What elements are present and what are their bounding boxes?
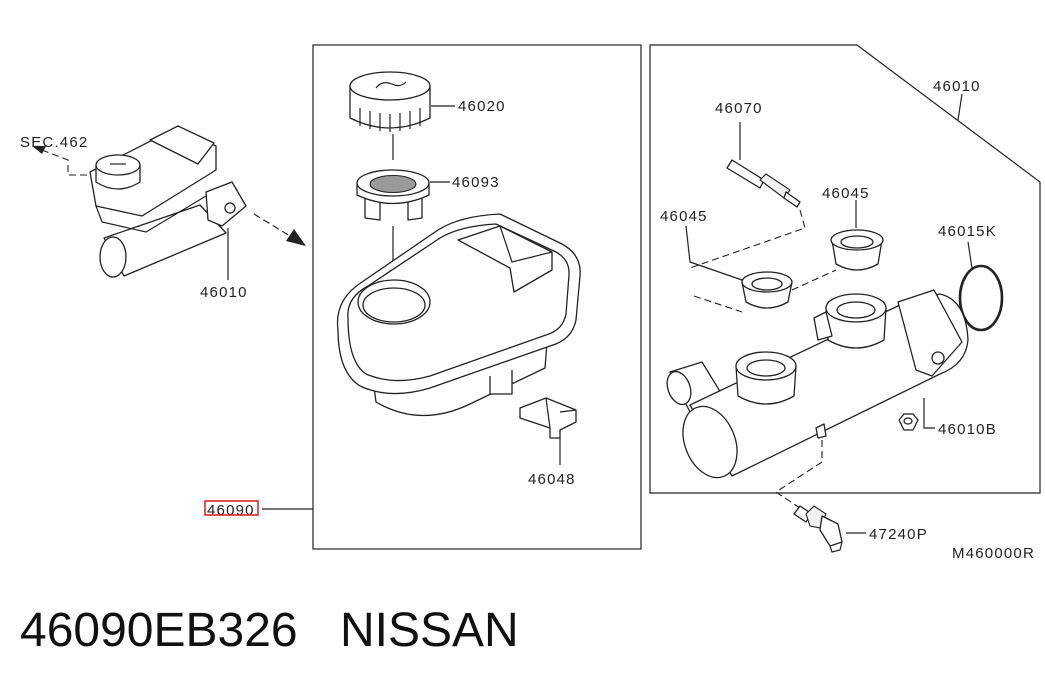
port-rear-hole bbox=[836, 301, 876, 319]
master-cylinder-46010 bbox=[666, 289, 969, 479]
label-46015k: 46015K bbox=[938, 223, 997, 240]
reservoir-box bbox=[312, 44, 642, 550]
overview-cylinder-end bbox=[99, 236, 127, 278]
label-47240p: 47240P bbox=[869, 526, 928, 543]
connector-46048 bbox=[519, 397, 577, 439]
pin-shaft bbox=[726, 159, 765, 189]
footer-brand: NISSAN bbox=[340, 604, 519, 657]
grommet-right-hole bbox=[840, 235, 874, 249]
sec-arrow-line bbox=[41, 149, 98, 176]
overview-flange bbox=[205, 181, 247, 227]
pin-head bbox=[759, 173, 791, 199]
label-46048: 46048 bbox=[528, 471, 576, 488]
o-ring-46015k bbox=[958, 264, 1004, 332]
cylinder-flange bbox=[897, 289, 963, 377]
dash-grommets bbox=[693, 269, 837, 313]
connector-body bbox=[519, 397, 577, 439]
filter-tab-right bbox=[407, 198, 423, 221]
reservoir-outlet bbox=[489, 370, 513, 395]
overview-cap-top bbox=[95, 154, 141, 176]
dash-pin bbox=[689, 209, 806, 269]
cap-46020 bbox=[349, 71, 431, 132]
switch-body bbox=[819, 515, 843, 547]
label-46020: 46020 bbox=[458, 98, 506, 115]
filter-46093 bbox=[356, 169, 430, 221]
reservoir-46090 bbox=[336, 213, 581, 417]
label-46045-right: 46045 bbox=[822, 185, 870, 202]
reservoir-neck-inner bbox=[362, 287, 426, 323]
overview-arrow-line bbox=[253, 213, 291, 237]
cap-logo bbox=[375, 81, 407, 89]
switch-47240p bbox=[793, 505, 843, 553]
leader-46010b bbox=[923, 398, 935, 429]
label-sec-462: SEC.462 bbox=[20, 134, 88, 151]
cylinder-body bbox=[689, 293, 969, 477]
cap-ridges bbox=[359, 108, 421, 132]
highlight-46090 bbox=[204, 500, 259, 516]
connector-edge bbox=[545, 397, 577, 429]
overview-arrowhead bbox=[286, 229, 306, 246]
label-46070: 46070 bbox=[715, 100, 763, 117]
pin-tip bbox=[783, 191, 801, 208]
leader-46010-right bbox=[957, 93, 963, 121]
footer-part-number: 46090EB326 bbox=[20, 604, 298, 657]
filter-tab-left bbox=[364, 198, 381, 221]
reservoir-block-edge bbox=[499, 225, 553, 263]
overview-assembly bbox=[32, 125, 306, 280]
overview-reservoir-top bbox=[149, 125, 215, 165]
label-46010b: 46010B bbox=[938, 421, 997, 438]
filter-mesh bbox=[369, 174, 417, 194]
cylinder-tab bbox=[815, 423, 827, 439]
cap-top bbox=[349, 71, 431, 101]
grommet-46045-right bbox=[830, 229, 884, 271]
label-46093: 46093 bbox=[452, 174, 500, 191]
grommet-46045-left bbox=[741, 271, 793, 309]
cylinder-flange-hole bbox=[931, 351, 945, 365]
label-46010-left: 46010 bbox=[200, 284, 248, 301]
pin-46070 bbox=[726, 159, 801, 208]
master-cylinder-box bbox=[649, 44, 1041, 494]
cylinder-lug bbox=[813, 311, 833, 341]
overview-flange-hole bbox=[224, 202, 236, 214]
cylinder-rod-end bbox=[666, 370, 692, 406]
cylinder-end bbox=[682, 405, 738, 479]
port-front-hole bbox=[746, 359, 786, 377]
sec-arrowhead bbox=[32, 146, 46, 154]
label-46010-right: 46010 bbox=[933, 78, 981, 95]
grommet-left-hole bbox=[751, 277, 783, 291]
label-46045-left: 46045 bbox=[660, 208, 708, 225]
leader-46015k bbox=[967, 241, 973, 269]
dash-switch bbox=[775, 440, 823, 509]
overview-reservoir-base bbox=[95, 189, 217, 233]
diagram-code: M460000R bbox=[952, 545, 1035, 562]
label-46090: 46090 bbox=[207, 502, 255, 519]
nut-hole bbox=[903, 417, 913, 425]
leader-46045-left bbox=[685, 225, 743, 281]
switch-plug bbox=[829, 541, 843, 553]
